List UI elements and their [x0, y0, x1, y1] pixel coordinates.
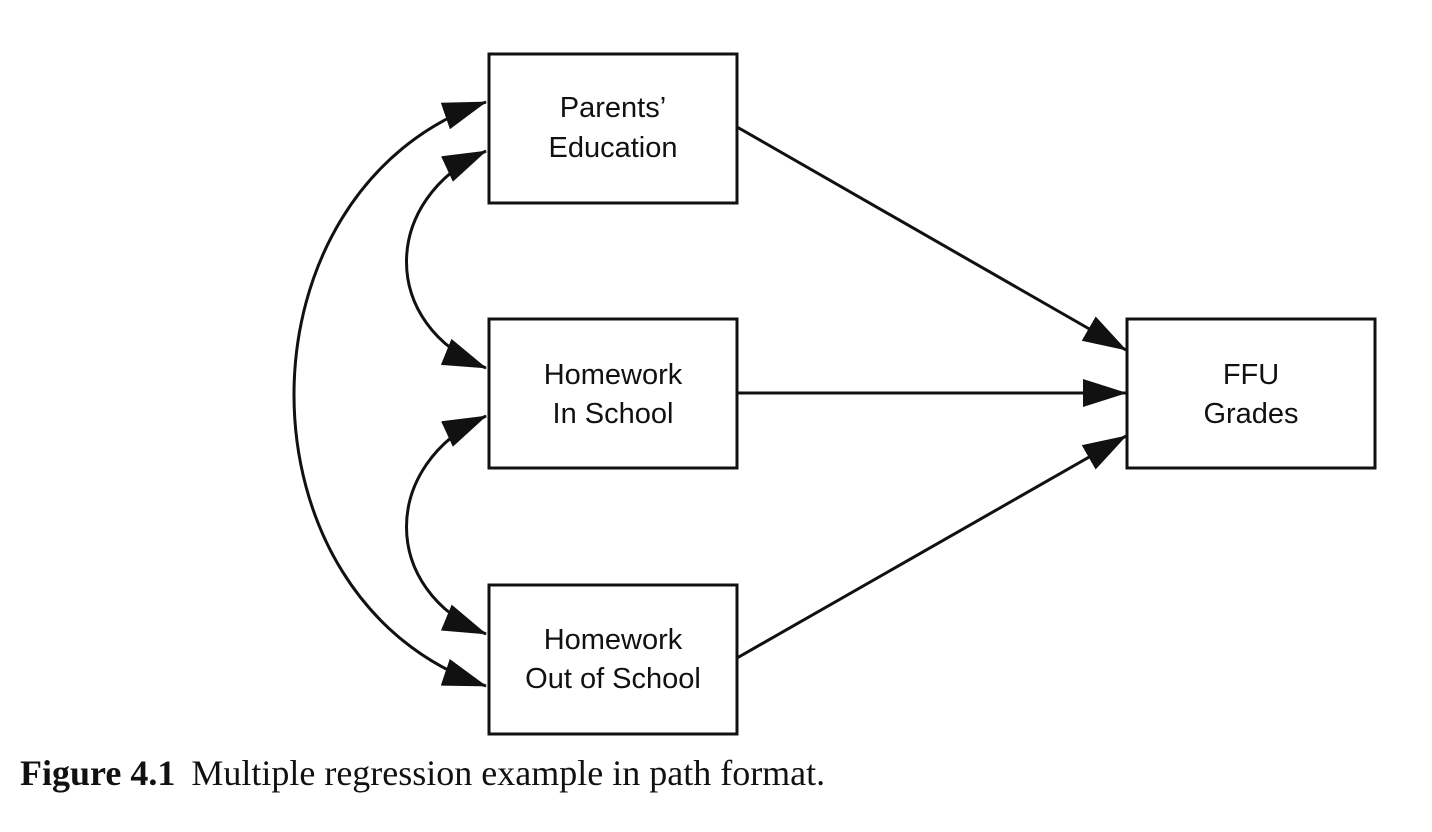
node-homework-in-school-line1: Homework: [544, 359, 683, 391]
correlation-curve-homework-in-school-homework-out-of-school: [405, 414, 487, 636]
node-parents-education-line1: Parents’: [560, 92, 666, 124]
node-ffu-grades-line2: Grades: [1203, 398, 1298, 430]
node-homework-out-of-school-line2: Out of School: [525, 663, 701, 695]
figure-caption-label: Figure 4.1: [20, 753, 176, 793]
path-arrow-parents-education-to-ffu-grades: [736, 125, 1127, 352]
node-homework-in-school: Homework In School: [487, 317, 739, 470]
correlation-curve-parents-education-homework-out-of-school: [292, 100, 487, 688]
node-homework-out-of-school-line1: Homework: [544, 624, 683, 656]
node-homework-in-school-line2: In School: [553, 398, 674, 430]
node-parents-education: Parents’ Education: [487, 52, 739, 205]
path-diagram: Parents’ Education Homework In School Ho…: [292, 52, 1377, 736]
figure-caption-text: Multiple regression example in path form…: [191, 753, 826, 793]
path-arrow-homework-out-of-school-to-ffu-grades: [736, 434, 1127, 660]
node-ffu-grades-line1: FFU: [1223, 359, 1279, 391]
correlation-curve-parents-education-homework-in-school: [405, 149, 487, 370]
node-parents-education-line2: Education: [549, 132, 678, 164]
node-ffu-grades: FFU Grades: [1125, 317, 1377, 470]
figure-caption: Figure 4.1 Multiple regression example in…: [20, 752, 825, 794]
node-homework-out-of-school: Homework Out of School: [487, 583, 739, 736]
